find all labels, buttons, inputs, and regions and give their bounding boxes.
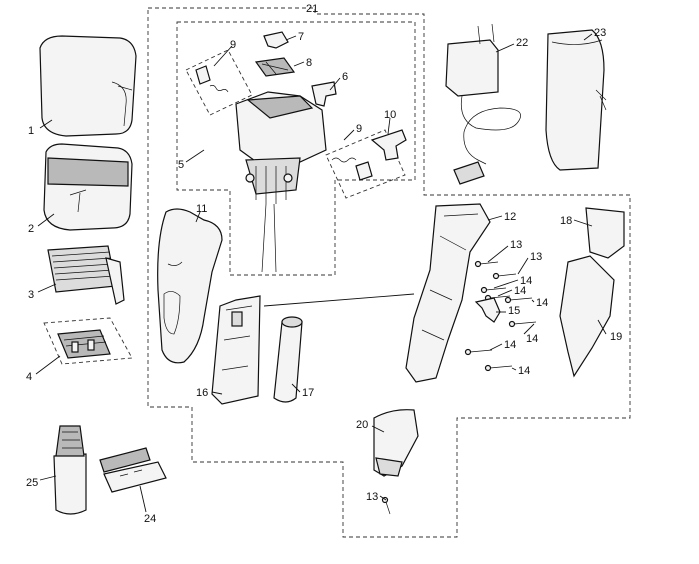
part-10-lock-lever — [370, 129, 407, 161]
callout-1: 1 — [28, 125, 34, 137]
motor-unit — [235, 91, 327, 273]
callout-14d: 14 — [526, 333, 538, 345]
part-9-group-box-lower — [325, 129, 406, 199]
cleaning-brush — [99, 447, 167, 493]
travel-pouch — [545, 29, 607, 171]
callout-17: 17 — [302, 387, 314, 399]
callout-4: 4 — [26, 371, 32, 383]
part-6-bracket — [311, 81, 337, 107]
callout-14a: 14 — [520, 275, 532, 287]
outer-foil — [47, 245, 125, 305]
part-15-terminal-clip — [474, 297, 501, 323]
callout-3: 3 — [28, 289, 34, 301]
callout-5: 5 — [178, 159, 184, 171]
circuit-board — [211, 295, 261, 405]
callout-14b: 14 — [514, 285, 526, 297]
part-18-switch-plate — [585, 207, 625, 259]
callout-22: 22 — [516, 37, 528, 49]
callout-15: 15 — [508, 305, 520, 317]
callout-14c: 14 — [536, 297, 548, 309]
part-7-clip — [263, 31, 289, 49]
part-19-side-cover — [559, 255, 615, 378]
callout-13a: 13 — [510, 239, 522, 251]
callout-23: 23 — [594, 27, 606, 39]
callout-13c: 13 — [366, 491, 378, 503]
part-4-group-box — [43, 317, 133, 365]
callout-10: 10 — [384, 109, 396, 121]
callout-9-upper: 9 — [230, 39, 236, 51]
callout-7: 7 — [298, 31, 304, 43]
protective-cap — [43, 143, 133, 231]
outer-foil-cover — [39, 35, 137, 137]
callout-6: 6 — [342, 71, 348, 83]
callout-18: 18 — [560, 215, 572, 227]
shaver-oil-bottle — [53, 425, 87, 515]
callout-20: 20 — [356, 419, 368, 431]
part-9-group-box-upper — [185, 49, 253, 116]
callout-19: 19 — [610, 331, 622, 343]
motor-block-boundary — [176, 21, 416, 276]
part-9-spring-lower — [331, 157, 373, 181]
callout-21: 21 — [306, 3, 318, 15]
callout-2: 2 — [28, 223, 34, 235]
part-20-bottom-cap — [373, 409, 419, 477]
callout-25: 25 — [26, 477, 38, 489]
callout-14f: 14 — [518, 365, 530, 377]
main-body-assembly-boundary — [147, 7, 631, 538]
rechargeable-battery — [273, 316, 303, 403]
ac-adaptor — [445, 23, 521, 185]
inner-blade-set — [57, 329, 111, 359]
callout-9-lower: 9 — [356, 123, 362, 135]
leader-lines — [35, 33, 607, 513]
callout-12: 12 — [504, 211, 516, 223]
callout-16: 16 — [196, 387, 208, 399]
part-8-drive-block — [254, 57, 296, 77]
part-9-spring-upper — [195, 65, 229, 93]
callout-13b: 13 — [530, 251, 542, 263]
callout-14e: 14 — [504, 339, 516, 351]
callout-11: 11 — [196, 203, 207, 215]
callout-24: 24 — [144, 513, 156, 525]
front-body-cover — [157, 208, 223, 364]
callout-8: 8 — [306, 57, 312, 69]
screw-set — [381, 260, 537, 515]
rear-housing — [405, 203, 491, 383]
